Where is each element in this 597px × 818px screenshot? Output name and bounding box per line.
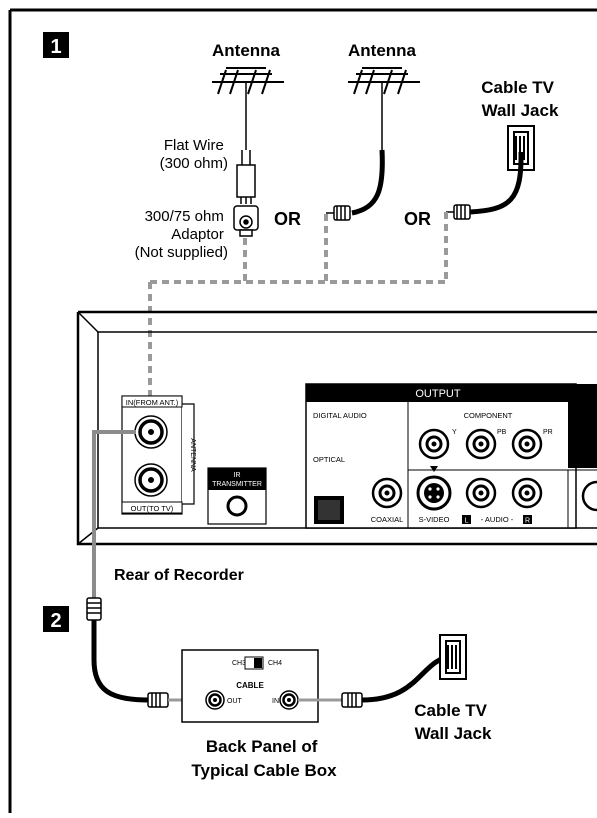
ir-label-line-1: IR: [234, 472, 241, 479]
wall-jack-top-cable: [469, 151, 524, 215]
antenna-right-icon: [348, 67, 420, 150]
output-header: OUTPUT: [415, 388, 461, 400]
antenna-out-label: OUT(TO TV): [131, 504, 174, 513]
antenna-in-label: IN(FROM ANT.): [126, 398, 179, 407]
flat-wire-icon: [236, 150, 256, 204]
recorder-caption: Rear of Recorder: [114, 567, 244, 584]
recorder-in-gray-cable: [92, 430, 136, 598]
or-label-1: OR: [274, 209, 301, 229]
cable-box-in-label: IN: [272, 698, 279, 705]
audio-left-jack-icon[interactable]: [465, 477, 497, 509]
coaxial-label: COAXIAL: [371, 515, 404, 524]
adaptor-line-2: Adaptor: [171, 226, 224, 243]
flat-wire-line-1: Flat Wire: [164, 137, 224, 154]
adaptor-icon: [233, 205, 259, 237]
antenna-vertical-label: ANTENNA: [189, 438, 196, 472]
cable-jack-top-label: Cable TV Wall Jack: [481, 78, 559, 120]
output-panel: OUTPUT DIGITAL AUDIO OPTICAL COAXIAL COM…: [305, 383, 597, 529]
flat-wire-label: Flat Wire (300 ohm): [160, 137, 228, 172]
antenna-jack-panel: IN(FROM ANT.) OUT(TO TV) ANTENNA: [121, 395, 196, 515]
s-video-label: S-VIDEO: [419, 515, 450, 524]
component-pr-jack-icon[interactable]: [511, 428, 543, 460]
cable-box-caption-line-2: Typical Cable Box: [191, 761, 337, 780]
antenna-left-label: Antenna: [212, 41, 281, 60]
component-pb-label: PB: [497, 429, 507, 436]
component-y-label: Y: [452, 429, 457, 436]
s-video-marker-icon: [430, 466, 438, 472]
optical-label: OPTICAL: [313, 455, 345, 464]
step-2-number: 2: [50, 610, 61, 632]
audio-mid-label: - AUDIO -: [481, 515, 514, 524]
s-video-jack-icon[interactable]: [416, 475, 452, 511]
ir-jack-icon[interactable]: [226, 495, 248, 517]
adaptor-line-3: (Not supplied): [135, 244, 228, 261]
cable-box-out-connector-icon: [147, 692, 169, 708]
step-2-badge: [43, 606, 69, 632]
adaptor-line-1: 300/75 ohm: [145, 208, 224, 225]
adaptor-label: 300/75 ohm Adaptor (Not supplied): [135, 208, 228, 261]
antenna-left-icon: [212, 67, 284, 150]
audio-l-label: L: [465, 518, 469, 525]
antenna-out-jack-icon[interactable]: [134, 463, 168, 497]
or-label-2: OR: [404, 209, 431, 229]
audio-l-badge: [462, 515, 471, 524]
cable-box-in-jack-icon[interactable]: [279, 690, 299, 710]
component-label: COMPONENT: [464, 411, 513, 420]
cable-jack-top-line-1: Cable TV: [481, 78, 554, 97]
wall-jack-bottom-icon: [439, 634, 467, 680]
step2-black-cable: [91, 620, 149, 703]
wall-jack-bottom-cable: [361, 653, 453, 703]
wall-f-connector-icon: [446, 204, 471, 220]
step-1-badge: [43, 32, 69, 58]
cable-box-out-label: OUT: [227, 698, 243, 705]
recorder-connector-icon: [86, 597, 102, 621]
recorder-rear-panel: [76, 310, 597, 546]
cutoff-jack-icon: [581, 480, 597, 512]
component-y-jack-icon[interactable]: [418, 428, 450, 460]
cable-label: CABLE: [236, 681, 264, 690]
cable-box-out-jack-icon[interactable]: [205, 690, 225, 710]
antenna-coax-cable: [351, 149, 385, 216]
ir-label-line-2: TRANSMITTER: [212, 481, 262, 488]
flat-wire-line-2: (300 ohm): [160, 155, 228, 172]
cable-box-caption: Back Panel of Typical Cable Box: [191, 737, 337, 780]
ch3-label: CH3: [232, 660, 246, 667]
cable-jack-bottom-line-1: Cable TV: [414, 701, 487, 720]
antenna-in-jack-icon[interactable]: [134, 415, 168, 449]
audio-r-badge: [523, 515, 532, 524]
antenna-right-label: Antenna: [348, 41, 417, 60]
ir-transmitter-port: IR TRANSMITTER: [207, 467, 267, 525]
audio-right-jack-icon[interactable]: [511, 477, 543, 509]
cable-jack-bottom-line-2: Wall Jack: [415, 724, 492, 743]
step-1-number: 1: [50, 36, 61, 58]
cable-jack-bottom-label: Cable TV Wall Jack: [414, 701, 492, 743]
cable-box-in-connector-icon: [341, 692, 363, 708]
cable-jack-top-line-2: Wall Jack: [482, 101, 559, 120]
ch4-label: CH4: [268, 660, 282, 667]
coaxial-jack-icon[interactable]: [371, 477, 403, 509]
component-pr-label: PR: [543, 429, 553, 436]
cable-box-caption-line-1: Back Panel of: [206, 737, 318, 756]
audio-r-label: R: [525, 518, 530, 525]
component-pb-jack-icon[interactable]: [465, 428, 497, 460]
digital-audio-label: DIGITAL AUDIO: [313, 411, 367, 420]
antenna-f-connector-icon: [326, 205, 351, 221]
cable-box-panel: CH3 CH4 CABLE OUT IN: [181, 649, 319, 723]
